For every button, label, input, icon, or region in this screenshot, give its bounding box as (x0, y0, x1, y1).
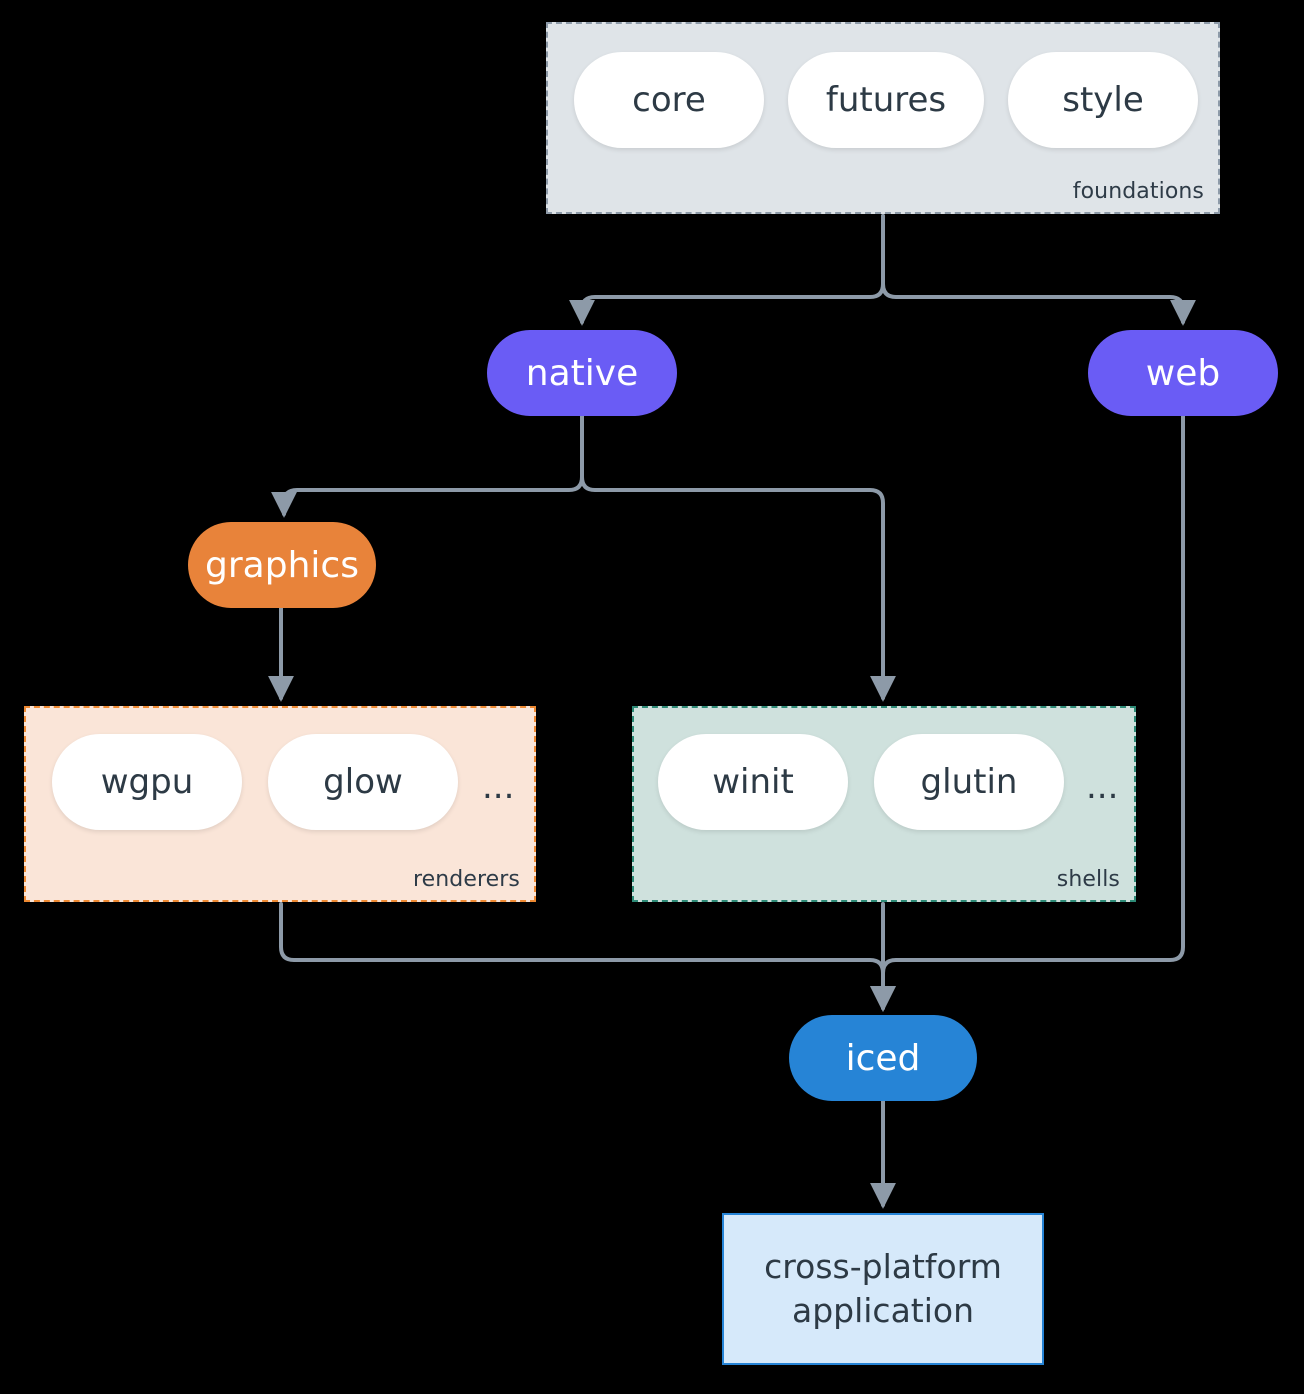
pill-futures[interactable]: futures (788, 52, 984, 148)
cluster-label-foundations: foundations (1072, 179, 1204, 204)
pill-winit[interactable]: winit (658, 734, 848, 830)
cluster-label-shells: shells (1056, 867, 1120, 892)
cluster-foundations: core futures style foundations (546, 22, 1220, 214)
node-cross-platform-application[interactable]: cross-platform application (722, 1213, 1044, 1365)
pill-core[interactable]: core (574, 52, 764, 148)
pill-style[interactable]: style (1008, 52, 1198, 148)
pill-glow[interactable]: glow (268, 734, 458, 830)
cluster-shells: winit glutin ... shells (632, 706, 1136, 902)
cluster-label-renderers: renderers (412, 867, 520, 892)
ellipsis-renderers: ... (482, 767, 515, 807)
pill-glutin[interactable]: glutin (874, 734, 1064, 830)
node-native[interactable]: native (487, 330, 677, 416)
edge-native-graphics (271, 414, 584, 518)
edge-renderers-iced (279, 902, 896, 1012)
application-line-2: application (791, 1291, 975, 1330)
edge-foundations-web (881, 214, 1196, 326)
edge-native-shells (580, 414, 896, 702)
ellipsis-shells: ... (1086, 767, 1119, 807)
edge-foundations-native (569, 214, 885, 326)
node-graphics[interactable]: graphics (188, 522, 376, 608)
node-iced[interactable]: iced (789, 1015, 977, 1101)
node-web[interactable]: web (1088, 330, 1278, 416)
application-line-1: cross-platform (764, 1246, 1002, 1286)
pill-wgpu[interactable]: wgpu (52, 734, 242, 830)
cluster-renderers: wgpu glow ... renderers (24, 706, 536, 902)
